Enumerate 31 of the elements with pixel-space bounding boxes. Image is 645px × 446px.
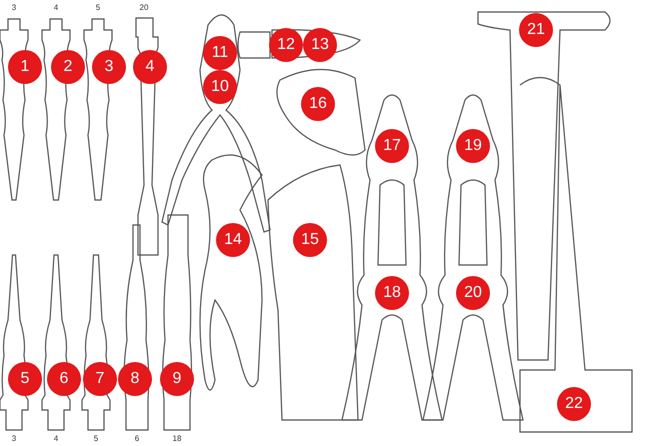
- callout-number: 8: [118, 362, 152, 396]
- callout-number: 16: [301, 87, 335, 121]
- callout-number: 7: [83, 362, 117, 396]
- callout-number: 10: [203, 70, 237, 104]
- size-label: 3: [12, 3, 16, 13]
- callout-number: 3: [92, 50, 126, 84]
- callout-number: 11: [203, 36, 237, 70]
- callout-number: 19: [456, 129, 490, 163]
- callout-number: 21: [519, 13, 553, 47]
- callout-number: 18: [375, 276, 409, 310]
- callout-number: 20: [456, 276, 490, 310]
- size-label: 6: [134, 434, 140, 444]
- size-label: 5: [96, 3, 100, 13]
- callout-number: 9: [160, 362, 194, 396]
- callout-number: 15: [293, 223, 327, 257]
- callout-number: 12: [269, 28, 303, 62]
- size-label: 20: [140, 3, 148, 13]
- size-label: 4: [54, 3, 58, 13]
- size-label: 3: [12, 434, 16, 444]
- callout-number: 4: [133, 50, 167, 84]
- callout-number: 13: [303, 28, 337, 62]
- callout-number: 1: [8, 50, 42, 84]
- callout-number: 5: [8, 362, 42, 396]
- callout-number: 2: [51, 50, 85, 84]
- callout-number: 22: [557, 387, 591, 421]
- size-label: 4: [54, 434, 58, 444]
- callout-number: 17: [375, 129, 409, 163]
- size-label: 5: [94, 434, 98, 444]
- callout-number: 6: [47, 362, 81, 396]
- callout-number: 14: [216, 223, 250, 257]
- size-label: 18: [172, 434, 182, 444]
